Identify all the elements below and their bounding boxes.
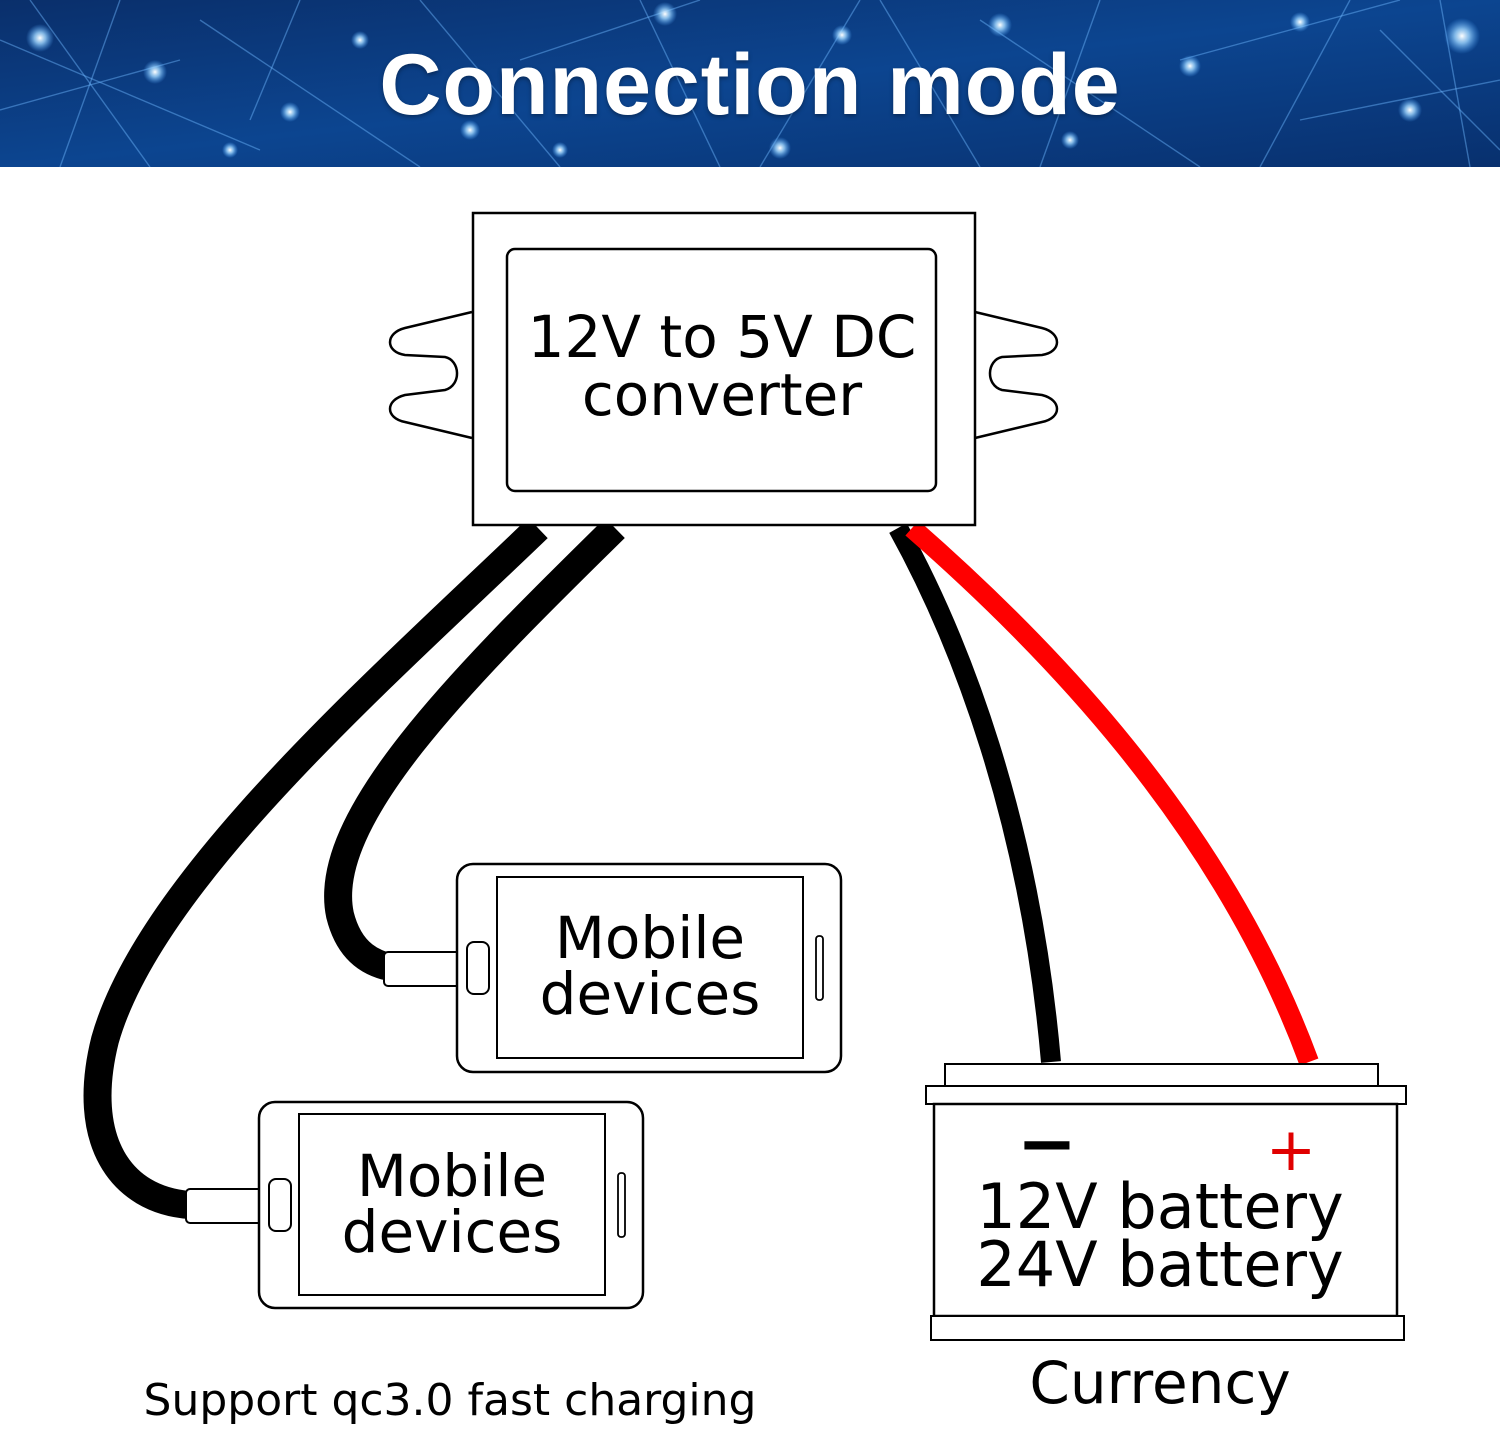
battery-top-cap [944,1063,1379,1087]
wire-positive-to-battery [905,520,1319,1066]
converter-label-line-1: 12V to 5V DC [527,303,917,371]
battery-label-line-2: 24V battery [976,1228,1344,1301]
converter-label: 12V to 5V DC converter [508,308,936,424]
battery-caption: Currency [1029,1349,1291,1417]
converter-label-panel [505,247,938,493]
wire-mobile-2-outer [83,517,548,1219]
fast-charging-note: Support qc3.0 fast charging [143,1375,757,1426]
battery-lid [925,1085,1407,1105]
mobile-device-label-2: Mobile devices [299,1142,605,1266]
phone-screen-2 [298,1113,606,1296]
phone-speaker-1 [815,935,824,1001]
mobile-device-1-line-1: Mobile [554,904,746,972]
phone-home-button-2 [268,1178,292,1232]
negative-terminal-symbol: − [1017,1101,1077,1185]
phone-speaker-2 [617,1172,626,1238]
wire-negative-to-battery [889,523,1061,1063]
phone-home-button-1 [466,941,490,995]
phone-screen-1 [496,876,804,1059]
usb-plug-2 [185,1188,263,1224]
battery-label: 12V battery 24V battery [945,1170,1375,1301]
mobile-device-label-1: Mobile devices [497,904,803,1028]
converter-mount-ear-left [388,310,473,440]
page-title: Connection mode [379,37,1121,133]
wire-mobile-1-outer [324,518,625,982]
converter-label-line-2: converter [581,361,863,429]
mobile-device-2-line-1: Mobile [356,1142,548,1210]
starfield-background [0,0,1500,167]
converter-mount-ear-right [974,310,1059,440]
usb-plug-1 [383,951,461,987]
battery-label-line-1: 12V battery [976,1170,1344,1243]
battery-base [930,1315,1405,1341]
positive-terminal-symbol: + [1266,1115,1316,1185]
mobile-device-2-line-2: devices [341,1198,563,1266]
mobile-device-1-line-2: devices [539,960,761,1028]
header-banner: Connection mode [0,0,1500,167]
